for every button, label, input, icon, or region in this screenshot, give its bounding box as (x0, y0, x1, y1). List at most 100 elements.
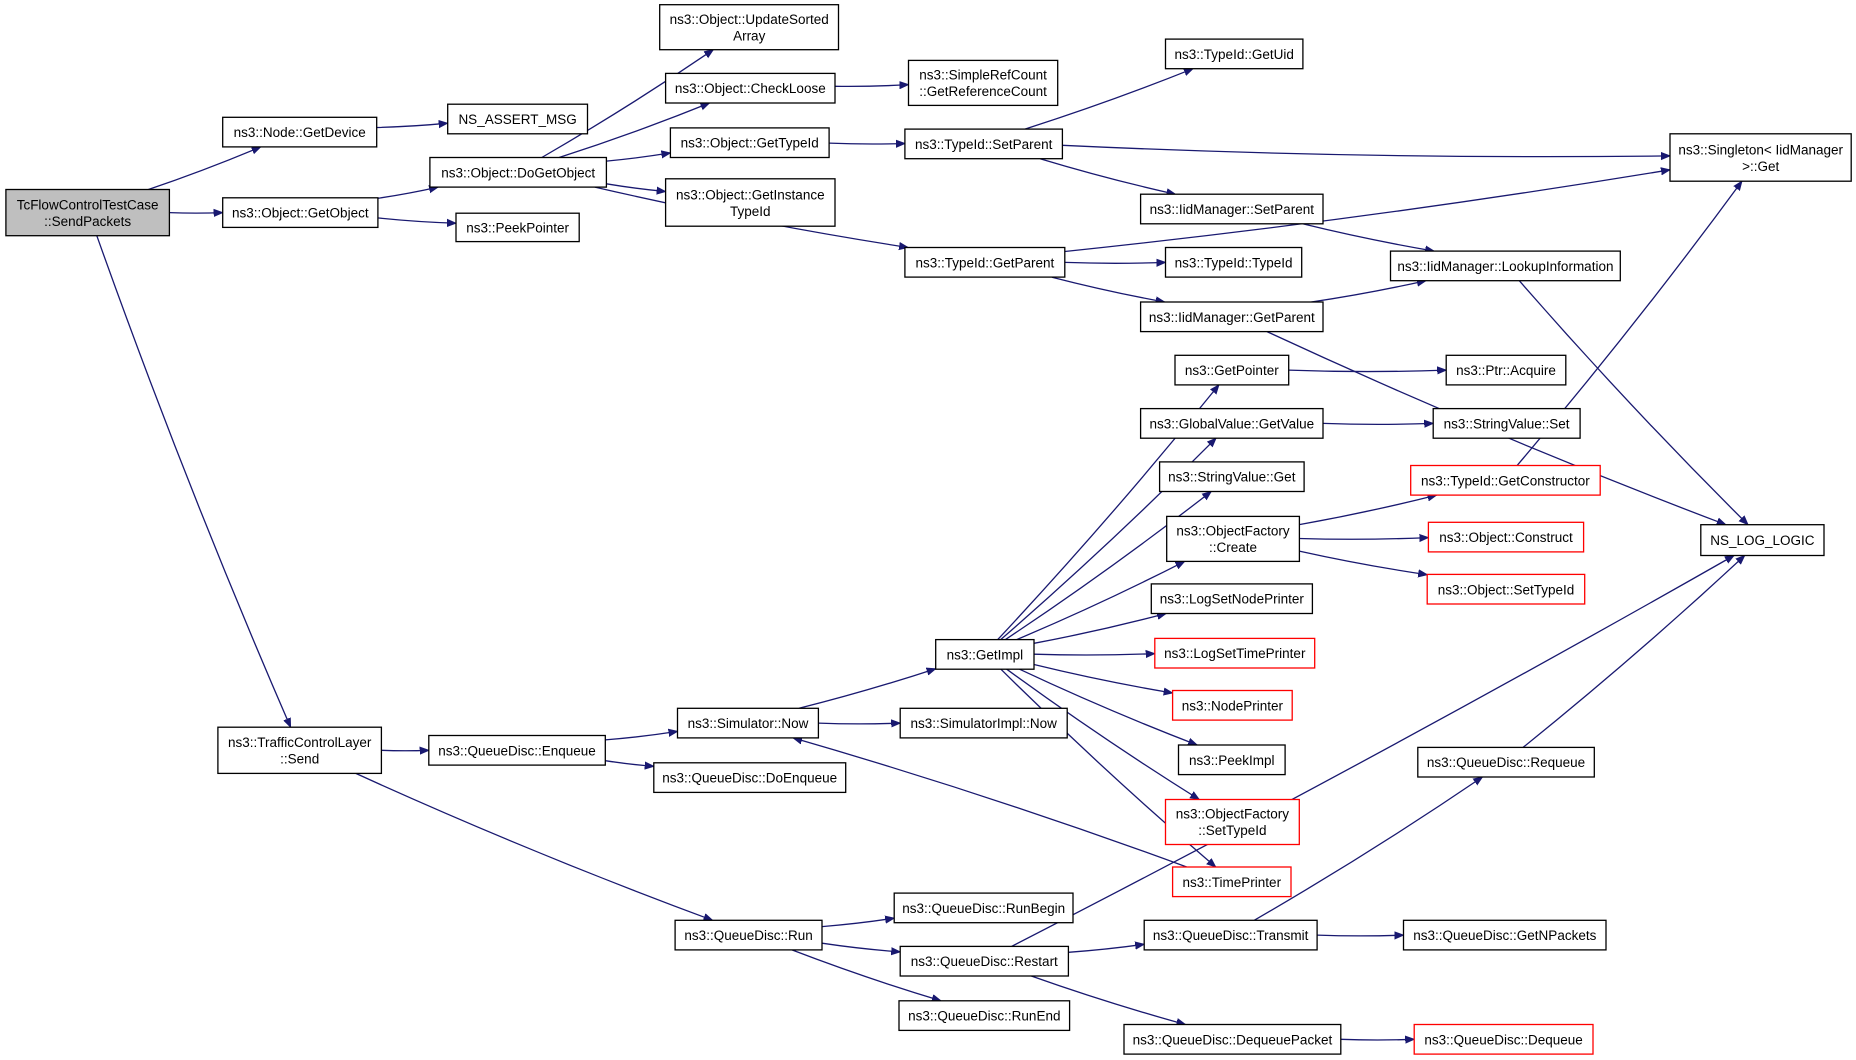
node-box (217, 726, 383, 775)
node-label: NS_ASSERT_MSG (458, 112, 576, 127)
node-box (1164, 38, 1304, 70)
node-simplerefcount_getreferencecount[interactable]: ns3::SimpleRefCount::GetReferenceCount (907, 59, 1059, 107)
node-label: ns3::Object::GetObject (232, 206, 369, 221)
node-label: ns3::LogSetTimePrinter (1164, 646, 1306, 661)
node-box (1410, 464, 1601, 496)
node-object_checkloose[interactable]: ns3::Object::CheckLoose (664, 72, 836, 104)
node-label: >::Get (1742, 159, 1779, 174)
edge-object_dogetobject-to-object_gettypeid (606, 153, 670, 162)
edge-queuedisc_enqueue-to-simulator_now (605, 731, 677, 741)
node-queuedisc_requeue[interactable]: ns3::QueueDisc::Requeue (1417, 746, 1595, 778)
node-box (1171, 689, 1293, 721)
node-label: ns3::IidManager::GetParent (1149, 310, 1315, 325)
edge-getpointer-to-ptr_acquire (1288, 370, 1447, 371)
node-box (222, 116, 378, 148)
node-timeprinter[interactable]: ns3::TimePrinter (1171, 866, 1292, 898)
node-object_getobject[interactable]: ns3::Object::GetObject (222, 197, 379, 229)
node-stringvalue_get[interactable]: ns3::StringValue::Get (1158, 461, 1305, 493)
node-getpointer[interactable]: ns3::GetPointer (1174, 354, 1290, 386)
node-iidmanager_lookupinformation[interactable]: ns3::IidManager::LookupInformation (1389, 250, 1621, 282)
edge-objectfactory_create-to-typeid_getconstructor (1299, 495, 1436, 526)
node-label: Array (733, 29, 766, 44)
node-object_settypeid[interactable]: ns3::Object::SetTypeId (1426, 573, 1586, 605)
node-typeid_setparent[interactable]: ns3::TypeId::SetParent (904, 128, 1064, 160)
node-ns_log_logic[interactable]: NS_LOG_LOGIC (1700, 524, 1825, 557)
node-box (899, 707, 1068, 739)
node-label: ns3::StringValue::Set (1444, 416, 1570, 431)
edge-object_getobject-to-object_dogetobject (377, 187, 438, 199)
node-queuedisc_getnpackets[interactable]: ns3::QueueDisc::GetNPackets (1402, 919, 1607, 951)
node-logsetnodeprinter[interactable]: ns3::LogSetNodePrinter (1150, 583, 1314, 615)
node-label: ns3::QueueDisc::RunEnd (908, 1009, 1060, 1024)
edge-globalvalue_getvalue-to-stringvalue_set (1322, 423, 1433, 424)
node-queuedisc_enqueue[interactable]: ns3::QueueDisc::Enqueue (428, 734, 606, 766)
edge-typeid_getparent-to-iidmanager_getparent (1051, 276, 1165, 302)
node-globalvalue_getvalue[interactable]: ns3::GlobalValue::GetValue (1139, 407, 1324, 439)
node-trafficcontrollayer_send[interactable]: ns3::TrafficControlLayer::Send (217, 726, 383, 775)
node-queuedisc_run[interactable]: ns3::QueueDisc::Run (674, 919, 823, 951)
node-singleton_get[interactable]: ns3::Singleton< IidManager>::Get (1669, 133, 1852, 182)
node-typeid_getuid[interactable]: ns3::TypeId::GetUid (1164, 38, 1304, 70)
node-label: TcFlowControlTestCase (17, 197, 159, 212)
node-queuedisc_restart[interactable]: ns3::QueueDisc::Restart (899, 945, 1070, 977)
node-typeid_getconstructor[interactable]: ns3::TypeId::GetConstructor (1410, 464, 1601, 496)
node-label: ns3::QueueDisc::DequeuePacket (1133, 1032, 1333, 1047)
node-label: NS_LOG_LOGIC (1710, 533, 1815, 548)
node-label: ns3::QueueDisc::DoEnqueue (662, 771, 837, 786)
node-iidmanager_setparent[interactable]: ns3::IidManager::SetParent (1139, 193, 1324, 225)
node-label: ::SetTypeId (1198, 823, 1266, 838)
node-peekpointer[interactable]: ns3::PeekPointer (455, 212, 580, 243)
edge-object_dogetobject-to-object_checkloose (558, 102, 709, 159)
node-stringvalue_set[interactable]: ns3::StringValue::Set (1432, 407, 1581, 439)
node-queuedisc_runend[interactable]: ns3::QueueDisc::RunEnd (898, 1000, 1071, 1032)
node-box (1427, 521, 1585, 553)
node-queuedisc_transmit[interactable]: ns3::QueueDisc::Transmit (1143, 919, 1318, 951)
edge-getimpl-to-peekimpl (1019, 668, 1198, 746)
node-nodeprinter[interactable]: ns3::NodePrinter (1171, 689, 1293, 721)
node-iidmanager_getparent[interactable]: ns3::IidManager::GetParent (1139, 301, 1324, 333)
node-box (428, 734, 606, 766)
node-node_getdevice[interactable]: ns3::Node::GetDevice (222, 116, 378, 148)
node-label: ns3::TrafficControlLayer (228, 735, 372, 750)
node-label: ::GetReferenceCount (919, 84, 1047, 99)
node-label: ns3::GlobalValue::GetValue (1149, 416, 1314, 431)
node-typeid_typeid[interactable]: ns3::TypeId::TypeId (1164, 246, 1303, 278)
node-logsettimeprinter[interactable]: ns3::LogSetTimePrinter (1154, 637, 1316, 669)
node-root[interactable]: TcFlowControlTestCase::SendPackets (5, 188, 171, 237)
node-box (1166, 515, 1301, 563)
edge-queuedisc_run-to-queuedisc_runend (791, 949, 941, 1001)
edge-queuedisc_run-to-queuedisc_restart (821, 942, 900, 952)
node-queuedisc_doenqueue[interactable]: ns3::QueueDisc::DoEnqueue (653, 762, 847, 794)
edge-queuedisc_transmit-to-queuedisc_getnpackets (1317, 935, 1403, 936)
node-label: ns3::Ptr::Acquire (1456, 363, 1556, 378)
node-peekimpl[interactable]: ns3::PeekImpl (1177, 744, 1286, 776)
node-queuedisc_dequeuepacket[interactable]: ns3::QueueDisc::DequeuePacket (1123, 1023, 1342, 1055)
node-simulator_now[interactable]: ns3::Simulator::Now (676, 707, 820, 739)
node-object_gettypeid[interactable]: ns3::Object::GetTypeId (669, 127, 830, 159)
node-box (1432, 407, 1581, 439)
node-objectfactory_settypeid[interactable]: ns3::ObjectFactory::SetTypeId (1164, 798, 1300, 846)
node-queuedisc_runbegin[interactable]: ns3::QueueDisc::RunBegin (893, 892, 1074, 924)
node-label: ns3::GetImpl (947, 647, 1024, 662)
node-object_construct[interactable]: ns3::Object::Construct (1427, 521, 1585, 553)
node-queuedisc_dequeue[interactable]: ns3::QueueDisc::Dequeue (1413, 1023, 1594, 1055)
node-box (1171, 866, 1292, 898)
node-ptr_acquire[interactable]: ns3::Ptr::Acquire (1445, 354, 1567, 386)
node-ns_assert_msg[interactable]: NS_ASSERT_MSG (447, 103, 589, 135)
node-objectfactory_create[interactable]: ns3::ObjectFactory::Create (1166, 515, 1301, 563)
node-box (1164, 798, 1300, 846)
node-getimpl[interactable]: ns3::GetImpl (935, 638, 1035, 670)
node-box (1417, 746, 1595, 778)
node-object_dogetobject[interactable]: ns3::Object::DoGetObject (429, 156, 608, 188)
node-label: ns3::QueueDisc::Restart (911, 954, 1058, 969)
node-typeid_getparent[interactable]: ns3::TypeId::GetParent (904, 246, 1066, 278)
node-simulatorimpl_now[interactable]: ns3::SimulatorImpl::Now (899, 707, 1068, 739)
edge-getimpl-to-logsetnodeprinter (1033, 614, 1166, 644)
node-box (1158, 461, 1305, 493)
node-label: ns3::PeekPointer (466, 220, 569, 235)
node-label: ns3::QueueDisc::Requeue (1427, 755, 1585, 770)
node-label: ns3::Object::CheckLoose (675, 81, 826, 96)
node-box (659, 4, 840, 51)
